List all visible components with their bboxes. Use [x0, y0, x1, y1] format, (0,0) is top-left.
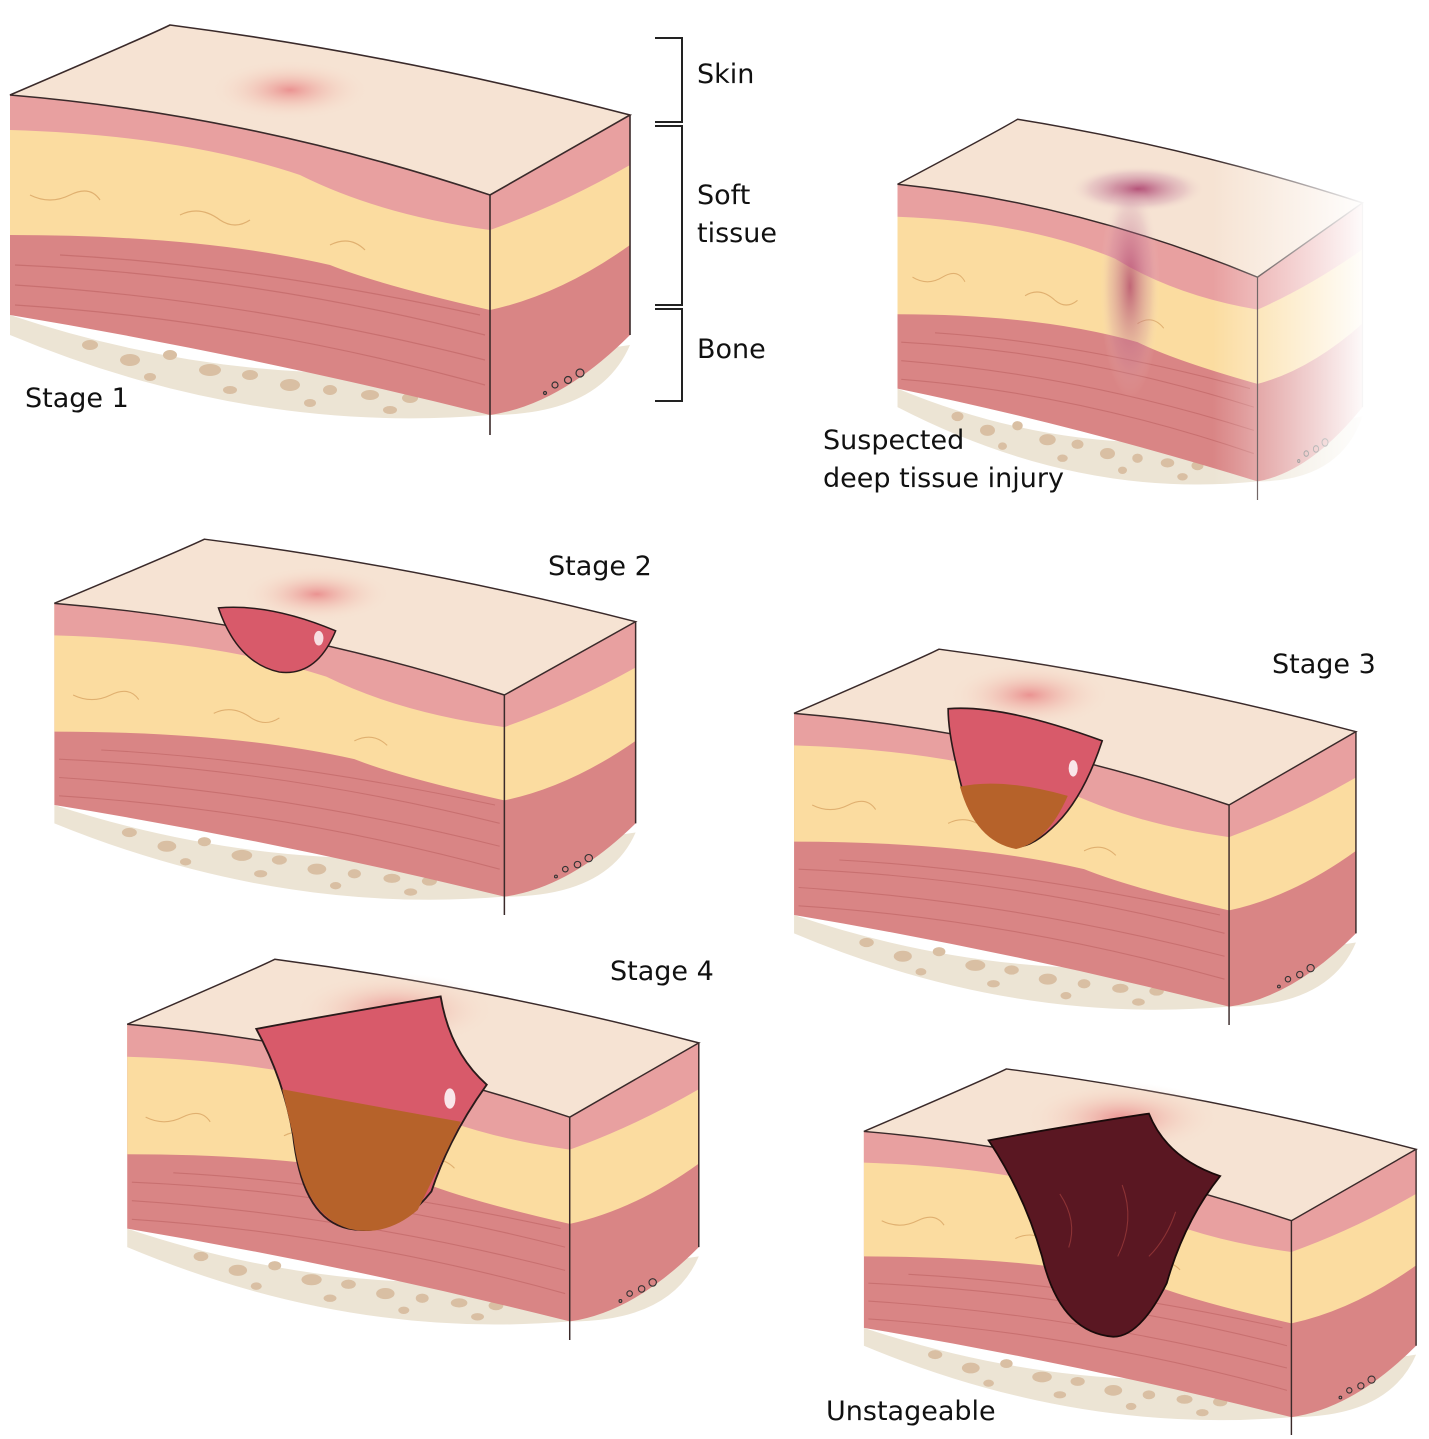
redness-area	[210, 60, 370, 120]
unstageable-illustration	[855, 1060, 1425, 1435]
stage-4-illustration	[118, 950, 708, 1340]
stage-1-panel	[0, 15, 650, 435]
stage-3-label: Stage 3	[1272, 648, 1376, 682]
bruise-deep	[1100, 175, 1160, 398]
unstageable-label: Unstageable	[826, 1395, 996, 1429]
stage-2-panel	[45, 530, 645, 915]
soft-tissue-label: Soft tissue	[697, 177, 777, 253]
dti-label: Suspected deep tissue injury	[823, 422, 1064, 498]
highlight	[314, 631, 323, 646]
soft-tissue-label-line1: Soft	[697, 177, 777, 215]
fade-overlay	[1213, 110, 1371, 500]
stage-1-label: Stage 1	[25, 382, 129, 416]
stage-3-illustration	[785, 640, 1365, 1025]
bone-bracket	[655, 308, 683, 402]
soft-tissue-label-line2: tissue	[697, 215, 777, 253]
stage-2-illustration	[45, 530, 645, 915]
skin-label: Skin	[697, 58, 754, 92]
highlight	[444, 1088, 455, 1108]
skin-bracket	[655, 37, 683, 123]
stage-4-panel	[118, 950, 708, 1340]
stage-3-panel	[785, 640, 1365, 1025]
stage-1-illustration	[0, 15, 650, 435]
soft-tissue-bracket	[655, 125, 683, 306]
bone-label: Bone	[697, 333, 766, 367]
highlight	[1069, 760, 1078, 777]
dti-label-line2: deep tissue injury	[823, 460, 1064, 498]
stage-4-label: Stage 4	[610, 955, 714, 989]
stage-2-label: Stage 2	[548, 550, 652, 584]
dti-label-line1: Suspected	[823, 422, 1064, 460]
unstageable-panel	[855, 1060, 1425, 1435]
